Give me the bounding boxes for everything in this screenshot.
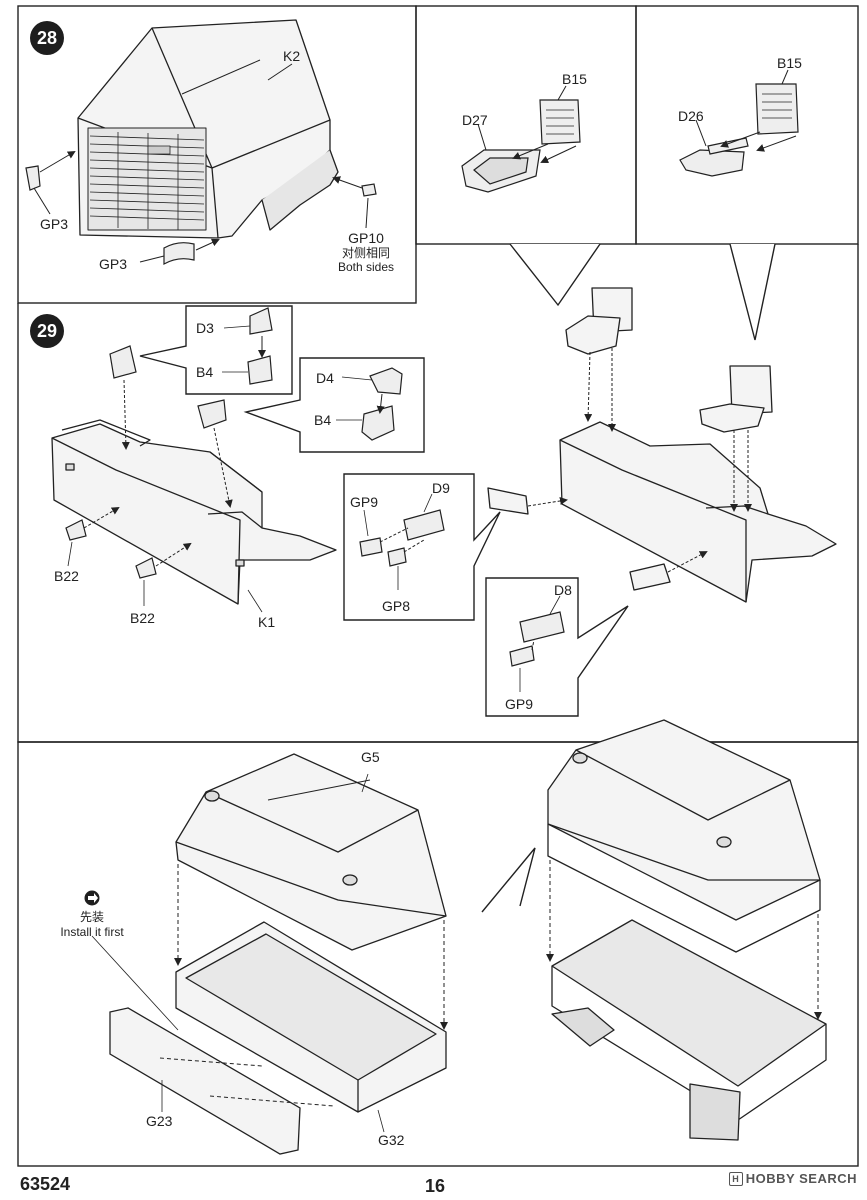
label-gp10: GP10 xyxy=(348,230,384,246)
step-29-badge: 29 xyxy=(30,314,64,348)
gp9-d9-gp8-callout xyxy=(343,473,501,621)
d3-b4-parts xyxy=(247,307,273,385)
label-b4-a: B4 xyxy=(196,364,214,380)
panel-borders xyxy=(17,5,859,1167)
label-b4-b: B4 xyxy=(314,412,332,428)
callout-pointers xyxy=(509,243,776,341)
step29-small-parts xyxy=(65,345,227,579)
label-b15-a: B15 xyxy=(562,71,587,87)
step29-left-arrows xyxy=(83,379,233,567)
label-d3: D3 xyxy=(196,320,214,336)
label-gp10-cn: 对侧相同 xyxy=(341,246,391,260)
label-d9: D9 xyxy=(432,480,450,496)
label-k2: K2 xyxy=(283,48,301,64)
step-28-badge: 28 xyxy=(30,21,64,55)
step28-hood-k2 xyxy=(77,19,339,239)
page-number: 16 xyxy=(425,1176,446,1196)
g32-bed xyxy=(175,921,447,1113)
product-code: 63524 xyxy=(20,1174,71,1194)
d27-arrows xyxy=(477,85,577,164)
label-gp9-b: GP9 xyxy=(505,696,534,712)
d8-gp9-parts xyxy=(509,611,565,667)
g23-panel xyxy=(109,1007,301,1155)
label-gp10-en: Both sides xyxy=(337,260,395,274)
d26-arrows xyxy=(695,69,797,152)
label-g32: G32 xyxy=(378,1132,405,1148)
label-d27: D27 xyxy=(462,112,488,128)
label-b22-b: B22 xyxy=(130,610,155,626)
d4-b4-parts xyxy=(361,367,403,441)
label-b15-b: B15 xyxy=(777,55,802,71)
install-first-en: Install it first xyxy=(60,925,124,939)
label-gp9-a: GP9 xyxy=(350,494,379,510)
step30-assembled xyxy=(547,719,827,1141)
label-gp3-a: GP3 xyxy=(40,216,69,232)
label-b22-a: B22 xyxy=(54,568,79,584)
label-gp8: GP8 xyxy=(382,598,411,614)
install-first-icon xyxy=(84,890,100,906)
install-first-cn: 先装 xyxy=(79,910,105,924)
step29-right-arrows xyxy=(527,348,752,573)
g5-arrows xyxy=(159,864,448,1107)
step28-parts xyxy=(25,165,377,266)
step30-callout xyxy=(481,847,536,913)
label-d8: D8 xyxy=(554,582,572,598)
step29-k1-chassis xyxy=(51,419,337,605)
d27-b15-parts xyxy=(461,99,581,193)
label-g23: G23 xyxy=(146,1113,173,1129)
label-g5: G5 xyxy=(361,749,380,765)
watermark-text: HOBBY SEARCH xyxy=(745,1171,857,1186)
step29-assembled-chassis xyxy=(487,287,837,603)
label-gp3-b: GP3 xyxy=(99,256,128,272)
watermark-mark: H xyxy=(728,1172,743,1186)
gp9-d9-gp8-parts xyxy=(359,509,445,567)
label-d4: D4 xyxy=(316,370,334,386)
d26-b15-parts xyxy=(679,83,799,177)
step28-arrows xyxy=(33,63,369,263)
d8-gp9-callout xyxy=(485,577,629,717)
g5-cover xyxy=(175,753,447,951)
label-d26: D26 xyxy=(678,108,704,124)
label-k1: K1 xyxy=(258,614,276,630)
